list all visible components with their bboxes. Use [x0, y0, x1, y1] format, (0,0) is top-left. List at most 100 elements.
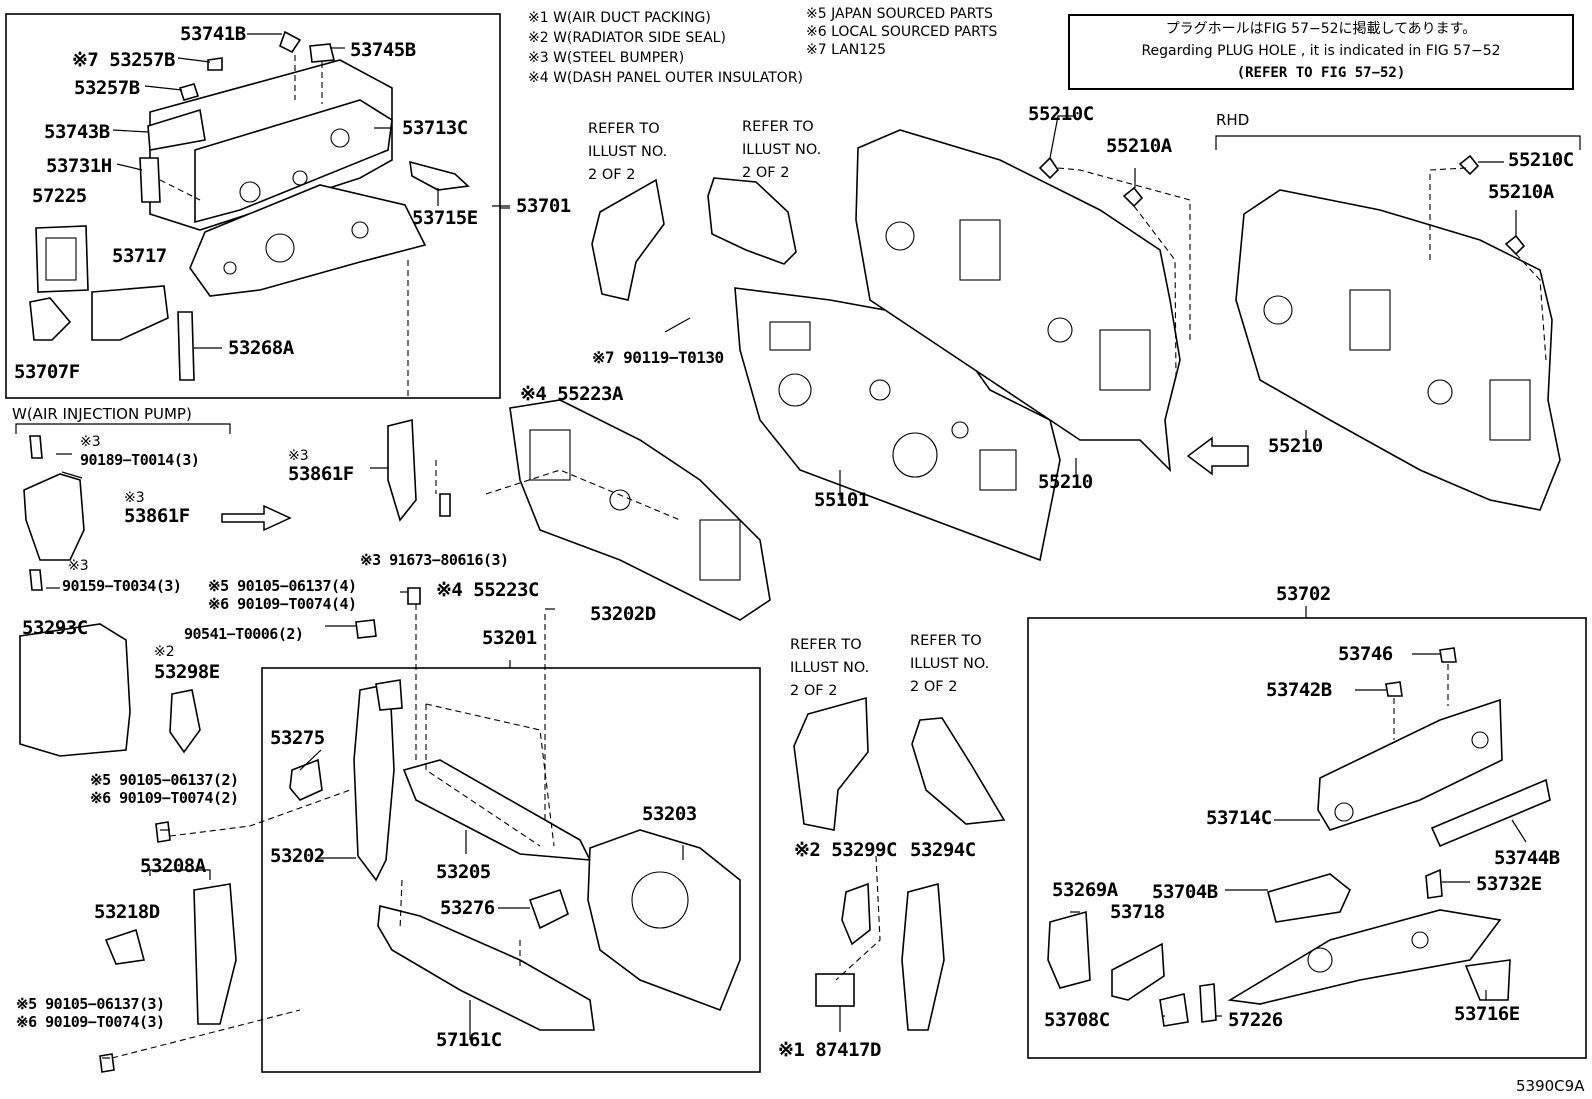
part-label: 53269A [1052, 879, 1118, 901]
part-label: 55210 [1038, 471, 1093, 493]
plug-hole-en: Regarding PLUG HOLE , it is indicated in… [1141, 43, 1501, 59]
part-label: 53201 [482, 627, 537, 649]
note-1: ※1 W(AIR DUCT PACKING) [528, 10, 711, 26]
part-label: ※6 90109−T0074(3) [16, 1013, 165, 1031]
note-3: ※3 W(STEEL BUMPER) [528, 50, 685, 66]
part-label: 53861F [124, 505, 190, 527]
part-label: ※5 90105−06137(2) [90, 771, 239, 789]
refer-to-3: REFER TO ILLUST NO. 2 OF 2 [790, 637, 870, 699]
part-label: 57225 [32, 185, 87, 207]
radiator-support-assembly [289, 679, 855, 1031]
part-label: 53294C [910, 839, 976, 861]
part-label: ※4 55223C [436, 579, 539, 601]
part-label: ※5 90105−06137(4) [208, 577, 357, 595]
part-label: ※3 91673−80616(3) [360, 551, 509, 569]
part-label-mark: ※3 [68, 558, 89, 574]
part-label: 53716E [1454, 1003, 1520, 1025]
refer-to-2: REFER TO ILLUST NO. 2 OF 2 [742, 119, 822, 181]
refer-to-4: REFER TO ILLUST NO. 2 OF 2 [910, 633, 990, 695]
dash-insulator-55210-rhd [1235, 154, 1561, 511]
part-label: 53701 [516, 195, 571, 217]
part-label: 53708C [1044, 1009, 1110, 1031]
part-label: 53744B [1494, 847, 1560, 869]
part-label: ※5 90105−06137(3) [16, 995, 165, 1013]
part-label: ※7 53257B [72, 49, 175, 71]
part-label: 53208A [140, 855, 206, 877]
dash-insulator-55210-lhd [855, 129, 1181, 473]
part-label: 53742B [1266, 679, 1332, 701]
part-label: 53732E [1476, 873, 1542, 895]
part-label: 53268A [228, 337, 294, 359]
part-label: 57226 [1228, 1009, 1283, 1031]
part-label-mark: ※3 [80, 434, 101, 450]
leaders-right [664, 115, 1581, 1017]
radiator-side-seal-parts [841, 882, 945, 1031]
part-label: 53713C [402, 117, 468, 139]
leaders-radiator [299, 703, 881, 1040]
part-label: 57161C [436, 1029, 502, 1051]
part-label: 53702 [1276, 583, 1331, 605]
part-label: 53718 [1110, 901, 1165, 923]
part-label: 55210C [1508, 149, 1574, 171]
part-label: 90189−T0014(3) [80, 451, 200, 469]
plug-hole-ref: (REFER TO FIG 57−52) [1236, 65, 1406, 81]
part-label: ※4 55223A [520, 383, 623, 405]
part-label: 53743B [44, 121, 110, 143]
note-2: ※2 W(RADIATOR SIDE SEAL) [528, 30, 726, 46]
image-code: 5390C9A [1516, 1077, 1585, 1095]
note-6: ※6 LOCAL SOURCED PARTS [806, 24, 998, 40]
part-label: 53861F [288, 463, 354, 485]
part-label: ※2 53299C [794, 839, 897, 861]
part-label: 55210C [1028, 103, 1094, 125]
part-label: 90541−T0006(2) [184, 625, 304, 643]
leaders-top-left [112, 33, 510, 400]
part-label: 53218D [94, 901, 160, 923]
part-label: 53731H [46, 155, 112, 177]
part-label: 53293C [22, 617, 88, 639]
group-label-air-injection: W(AIR INJECTION PUMP) [12, 405, 192, 423]
part-label: 53745B [350, 39, 416, 61]
group-label-rhd: RHD [1216, 111, 1250, 129]
part-label-mark: ※3 [124, 490, 145, 506]
part-label: ※6 90109−T0074(2) [90, 789, 239, 807]
part-label: ※7 90119−T0130 [592, 348, 724, 367]
note-5: ※5 JAPAN SOURCED PARTS [806, 6, 993, 22]
part-label: 90159−T0034(3) [62, 577, 182, 595]
dash-outer-insulator-55223a [509, 399, 771, 621]
part-label: 53257B [74, 77, 140, 99]
part-label: 53202D [590, 603, 656, 625]
part-label: 53717 [112, 245, 167, 267]
direction-arrows [221, 436, 1249, 532]
part-label: 53205 [436, 861, 491, 883]
part-label: 55210 [1268, 435, 1323, 457]
part-label: 53275 [270, 727, 325, 749]
part-label: 53202 [270, 845, 325, 867]
part-label: 55101 [814, 489, 869, 511]
part-label: 53707F [14, 361, 80, 383]
part-label: 55210A [1106, 135, 1172, 157]
plug-hole-notice: プラグホールはFIG 57−52に掲載してあります。 Regarding PLU… [1068, 14, 1574, 90]
note-4: ※4 W(DASH PANEL OUTER INSULATOR) [528, 70, 804, 86]
leaders-middle-left [15, 423, 681, 1059]
part-label: 53203 [642, 803, 697, 825]
dash-insulator-refer-outlines [591, 177, 1006, 831]
part-label-mark: ※3 [288, 448, 309, 464]
part-label: 53714C [1206, 807, 1272, 829]
plug-hole-jp: プラグホールはFIG 57−52に掲載してあります。 [1165, 21, 1477, 37]
refer-to-1: REFER TO ILLUST NO. 2 OF 2 [588, 121, 668, 183]
part-label: ※6 90109−T0074(4) [208, 595, 357, 613]
part-label-mark: ※2 [154, 644, 175, 660]
note-7: ※7 LAN125 [806, 42, 886, 58]
part-label: 53741B [180, 23, 246, 45]
part-label: 53704B [1152, 881, 1218, 903]
part-label: 53746 [1338, 643, 1393, 665]
part-label: 53276 [440, 897, 495, 919]
part-label: 55210A [1488, 181, 1554, 203]
fender-apron-assembly-right [1047, 647, 1551, 1027]
part-label: ※1 87417D [778, 1039, 881, 1061]
fender-apron-assembly-left [29, 30, 470, 381]
dash-panel-55101 [734, 287, 1061, 562]
part-label: 53298E [154, 661, 220, 683]
brackets-middle-left [19, 418, 451, 1073]
